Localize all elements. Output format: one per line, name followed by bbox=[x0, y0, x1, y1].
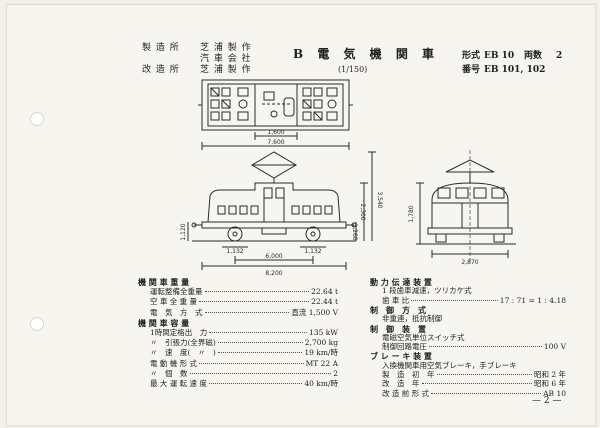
spec-row: 電 気 方 式 直流 1,500 V bbox=[150, 309, 338, 317]
spec-heading: ブ レ ー キ 装 置 bbox=[370, 351, 432, 362]
dim-wheel-base: 6,000 bbox=[265, 253, 282, 260]
spec-value: 昭和 6 年 bbox=[533, 379, 566, 389]
spec-value: 22.44 t bbox=[311, 297, 338, 307]
model-value: EB 10 bbox=[484, 51, 515, 61]
document-page bbox=[6, 4, 596, 426]
drawing-scale: (1/150) bbox=[338, 65, 368, 74]
spec-row: 空 車 全 重 量 22.44 t bbox=[150, 298, 338, 306]
model-label: 形式 bbox=[462, 51, 481, 61]
spec-label: 〃 速 度( 〃 ) bbox=[150, 348, 216, 358]
leader-dots bbox=[436, 374, 532, 375]
leader-dots bbox=[217, 352, 303, 354]
manufacturer-label: 製 造 所 bbox=[142, 43, 180, 53]
spec-value: 直流 1,500 V bbox=[291, 307, 338, 317]
dim-buffer: 1,120 bbox=[180, 223, 187, 240]
spec-heading: 機 関 車 容 量 bbox=[138, 317, 190, 328]
spec-value: AB 10 bbox=[543, 388, 566, 398]
spec-label: 〃 個 数 bbox=[150, 368, 188, 378]
spec-row: 制御回路電圧 100 V bbox=[382, 343, 566, 351]
spec-value: 135 kW bbox=[309, 328, 338, 337]
spec-label: 空 車 全 重 量 bbox=[150, 297, 198, 307]
spec-subtext: 1 段歯車減速，ツリカケ式 bbox=[382, 286, 472, 296]
spec-row: 製 造 初 年 昭和 2 年 bbox=[382, 371, 566, 379]
rebuilder-label: 改 造 所 bbox=[142, 65, 180, 75]
dim-height-pan: 3,540 bbox=[376, 191, 383, 208]
spec-label: 製 造 初 年 bbox=[382, 370, 435, 379]
spec-subtext: 非重連，抵抗制御 bbox=[382, 314, 442, 324]
dim-wheel-right: 1,132 bbox=[304, 248, 321, 255]
spec-label: 電 気 方 式 bbox=[150, 307, 203, 317]
spec-label: 制御回路電圧 bbox=[382, 342, 427, 352]
spec-value: 100 V bbox=[543, 342, 566, 352]
spec-row: 〃 引張力(全界磁) 2,700 kg bbox=[150, 339, 338, 347]
rebuilder-value: 芝 浦 製 作 bbox=[200, 65, 252, 75]
spec-label: 電 動 機 形 式 bbox=[150, 358, 198, 368]
spec-value: 22.64 t bbox=[311, 287, 338, 297]
spec-row: 歯 車 比 17 : 71 = 1 : 4.18 bbox=[382, 297, 566, 305]
leader-dots bbox=[199, 362, 304, 364]
spec-label: 歯 車 比 bbox=[382, 295, 410, 305]
dim-front-width: 2,870 bbox=[461, 259, 478, 266]
spec-value: 40 km/時 bbox=[304, 379, 338, 388]
spec-heading: 制 御 方 式 bbox=[370, 304, 426, 315]
leader-dots bbox=[411, 299, 498, 301]
spec-value: 17 : 71 = 1 : 4.18 bbox=[499, 295, 566, 305]
count-value: 2 bbox=[556, 51, 563, 61]
spec-label: 最 大 運 転 速 度 bbox=[150, 379, 207, 388]
manufacturer-line1: 芝 浦 製 作 bbox=[200, 43, 252, 53]
spec-value: 19 km/時 bbox=[304, 348, 338, 358]
spec-row: 運転整備全重量 22.64 t bbox=[150, 288, 338, 296]
spec-heading: 制 御 装 置 bbox=[370, 323, 426, 334]
spec-row: 改 造 年 昭和 6 年 bbox=[382, 380, 566, 388]
spec-row: 〃 速 度( 〃 ) 19 km/時 bbox=[150, 349, 338, 357]
dim-length: 8,200 bbox=[265, 270, 282, 277]
spec-value: 2,700 kg bbox=[304, 338, 338, 348]
page-title: B 電 気 機 関 車 bbox=[293, 47, 440, 61]
dim-height-body: 2,300 bbox=[359, 203, 366, 220]
spec-label: 改 造 前 形 式 bbox=[382, 388, 430, 398]
plan-view bbox=[198, 79, 353, 150]
leader-dots bbox=[431, 392, 542, 394]
leader-dots bbox=[189, 372, 332, 374]
spec-row: 1時間定格出 力 135 kW bbox=[150, 329, 338, 337]
leader-dots bbox=[217, 342, 303, 344]
spec-label: 運転整備全重量 bbox=[150, 287, 203, 297]
leader-dots bbox=[199, 301, 310, 303]
spec-subtext: 電磁空気単位スイッチ式 bbox=[382, 332, 465, 342]
spec-heading: 動 力 伝 達 装 置 bbox=[370, 277, 432, 287]
dim-top-outer: 7,600 bbox=[267, 139, 284, 146]
spec-heading: 機 関 車 重 量 bbox=[138, 277, 190, 287]
spec-subtext: 入換機関車用空気ブレーキ，手ブレーキ bbox=[382, 360, 517, 370]
dim-height-frame: 1,260 bbox=[351, 223, 358, 240]
spec-row: 最 大 運 転 速 度 40 km/時 bbox=[150, 380, 338, 388]
dim-front-height: 1,780 bbox=[408, 205, 415, 222]
spec-value: MT 22 A bbox=[305, 358, 338, 368]
number-value: EB 101, 102 bbox=[484, 65, 546, 75]
leader-dots bbox=[429, 346, 542, 348]
number-label: 番号 bbox=[462, 65, 481, 75]
spec-label: 〃 引張力(全界磁) bbox=[150, 338, 216, 348]
spec-label: 1時間定格出 力 bbox=[150, 328, 208, 337]
leader-dots bbox=[421, 383, 532, 385]
leader-dots bbox=[208, 383, 303, 384]
spec-row: 改 造 前 形 式 AB 10 bbox=[382, 390, 566, 398]
spec-row: 〃 個 数 2 bbox=[150, 370, 338, 378]
count-label: 両数 bbox=[524, 51, 543, 61]
page-number: — 2 — bbox=[532, 396, 562, 406]
spec-row: 電 動 機 形 式 MT 22 A bbox=[150, 360, 338, 368]
leader-dots bbox=[204, 311, 290, 313]
spec-value: 昭和 2 年 bbox=[533, 370, 566, 379]
leader-dots bbox=[209, 332, 308, 333]
spec-label: 改 造 年 bbox=[382, 379, 420, 389]
front-view bbox=[416, 150, 516, 262]
binder-hole bbox=[30, 317, 44, 331]
manufacturer-line2: 汽 車 会 社 bbox=[200, 54, 252, 64]
leader-dots bbox=[204, 291, 310, 293]
binder-hole bbox=[30, 112, 44, 126]
spec-value: 2 bbox=[333, 368, 338, 378]
dim-wheel-left: 1,132 bbox=[226, 248, 243, 255]
dim-top-inner: 1,600 bbox=[267, 129, 284, 136]
side-view bbox=[187, 151, 376, 270]
